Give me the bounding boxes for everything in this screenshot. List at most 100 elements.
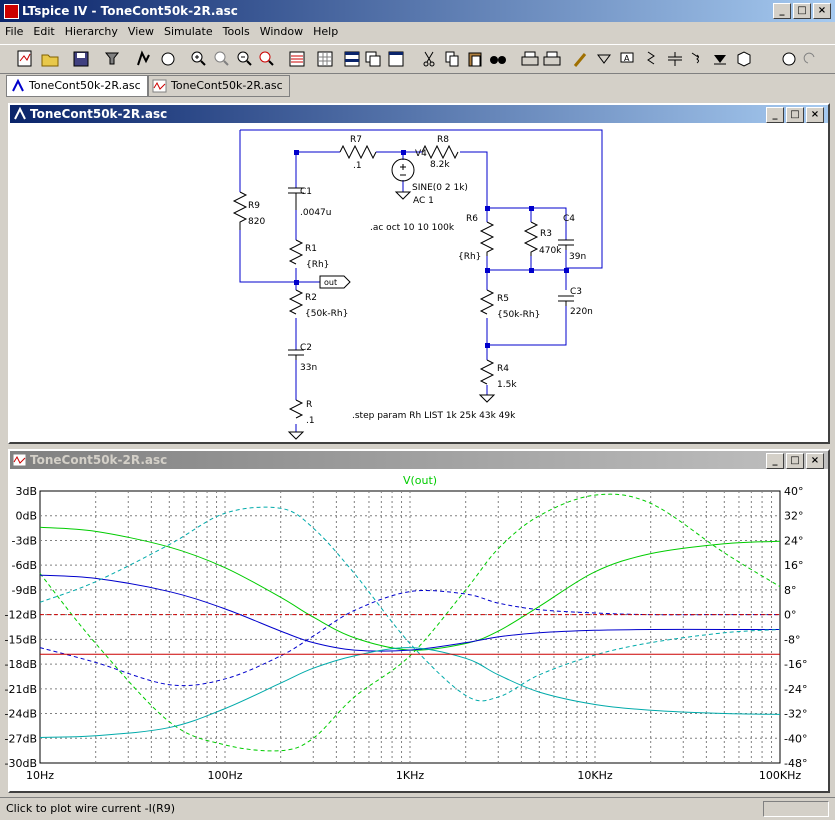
open-icon[interactable] bbox=[41, 54, 59, 67]
print-icon[interactable] bbox=[543, 51, 561, 66]
menu-help[interactable]: Help bbox=[313, 25, 339, 38]
menu-tools[interactable]: Tools bbox=[222, 25, 250, 38]
close-button[interactable]: × bbox=[813, 3, 831, 19]
r1-name[interactable]: R1 bbox=[305, 244, 317, 254]
menu-window[interactable]: Window bbox=[259, 25, 304, 38]
maximize-button[interactable]: □ bbox=[793, 3, 811, 19]
r5-value[interactable]: {50k-Rh} bbox=[497, 310, 540, 320]
c3-value[interactable]: 220n bbox=[570, 307, 593, 317]
r3-name[interactable]: R3 bbox=[540, 229, 552, 239]
print-setup-icon[interactable] bbox=[521, 51, 539, 66]
tab-schematic[interactable]: ToneCont50k-2R.asc bbox=[6, 75, 148, 97]
component-icon[interactable] bbox=[737, 51, 751, 67]
v4-name[interactable]: V4 bbox=[415, 149, 427, 159]
wire[interactable] bbox=[239, 129, 603, 283]
run-icon[interactable] bbox=[137, 50, 150, 66]
step-directive[interactable]: .step param Rh LIST 1k 25k 43k 49k bbox=[352, 411, 516, 421]
menu-edit[interactable]: Edit bbox=[33, 25, 55, 38]
r9-value[interactable]: 820 bbox=[248, 217, 265, 227]
menu-simulate[interactable]: Simulate bbox=[164, 25, 213, 38]
r8-value[interactable]: 8.2k bbox=[430, 160, 450, 170]
r1-value[interactable]: {Rh} bbox=[306, 260, 329, 270]
ltspice-app-icon[interactable] bbox=[4, 4, 19, 19]
trace-label-vout[interactable]: V(out) bbox=[403, 474, 437, 487]
c3-name[interactable]: C3 bbox=[570, 287, 582, 297]
copy-icon[interactable] bbox=[445, 51, 459, 67]
save-icon[interactable] bbox=[73, 51, 89, 67]
waveform-plot[interactable]: 3dB0dB-3dB-6dB-9dB-12dB-15dB-18dB-21dB-2… bbox=[5, 469, 824, 787]
v4-value[interactable]: SINE(0 2 1k) bbox=[412, 183, 468, 193]
menu-file[interactable]: File bbox=[5, 25, 24, 38]
autorange-icon[interactable] bbox=[289, 51, 305, 67]
waveform-title: ToneCont50k-2R.asc bbox=[30, 453, 168, 467]
schematic-maximize-button[interactable]: □ bbox=[786, 107, 804, 123]
move-hand-icon[interactable] bbox=[782, 52, 796, 66]
tile-horizontal-icon[interactable] bbox=[344, 51, 360, 67]
r2-value[interactable]: {50k-Rh} bbox=[305, 309, 348, 319]
magnitude-trace-4[interactable] bbox=[39, 647, 781, 738]
menu-view[interactable]: View bbox=[127, 25, 155, 38]
cut-icon[interactable] bbox=[423, 51, 435, 67]
resistor-icon[interactable] bbox=[647, 51, 655, 65]
r5-name[interactable]: R5 bbox=[497, 294, 509, 304]
draw-wire-icon[interactable] bbox=[573, 53, 587, 67]
grid-icon[interactable] bbox=[317, 51, 333, 67]
r7-name[interactable]: R7 bbox=[350, 135, 362, 145]
c4-value[interactable]: 39n bbox=[569, 252, 586, 262]
phase-trace-3[interactable] bbox=[39, 590, 780, 687]
zoom-area-icon[interactable] bbox=[214, 51, 229, 66]
c1-value[interactable]: .0047u bbox=[300, 208, 331, 218]
c1-name[interactable]: C1 bbox=[300, 187, 312, 197]
waveform-close-button[interactable]: × bbox=[806, 453, 824, 469]
new-schematic-icon[interactable] bbox=[17, 50, 32, 67]
pan-hand-icon[interactable] bbox=[161, 52, 175, 66]
zoom-in-icon[interactable] bbox=[191, 51, 206, 66]
r2-name[interactable]: R2 bbox=[305, 293, 317, 303]
phase-trace-1[interactable] bbox=[39, 493, 781, 752]
magnitude-trace-2[interactable] bbox=[39, 574, 780, 652]
label-net-icon[interactable]: A bbox=[620, 52, 634, 63]
close-all-icon[interactable] bbox=[388, 51, 404, 67]
r6-value[interactable]: {Rh} bbox=[458, 252, 481, 262]
r6-name[interactable]: R6 bbox=[466, 214, 478, 224]
schematic-canvas[interactable]: R7 .1 R8 8.2k V4 SINE(0 2 1k) AC 1 R9 82… bbox=[10, 123, 824, 440]
capacitor-icon[interactable] bbox=[668, 52, 682, 66]
find-icon[interactable] bbox=[490, 56, 506, 64]
out-label[interactable]: out bbox=[324, 278, 337, 287]
waveform-minimize-button[interactable]: _ bbox=[766, 453, 784, 469]
zoom-out-icon[interactable] bbox=[237, 51, 252, 66]
c2-value[interactable]: 33n bbox=[300, 363, 317, 373]
cascade-icon[interactable] bbox=[365, 51, 381, 67]
waveform-maximize-button[interactable]: □ bbox=[786, 453, 804, 469]
menu-hierarchy[interactable]: Hierarchy bbox=[64, 25, 118, 38]
r4-value[interactable]: 1.5k bbox=[497, 380, 517, 390]
c4-name[interactable]: C4 bbox=[563, 214, 575, 224]
r4-name[interactable]: R4 bbox=[497, 364, 509, 374]
r9-name[interactable]: R9 bbox=[248, 201, 260, 211]
plot-traces[interactable] bbox=[39, 493, 781, 752]
tab-waveform-label: ToneCont50k-2R.asc bbox=[171, 79, 283, 92]
right-axis-ticks: 40°32°24°16°8°0°-8°-16°-24°-32°-40°-48° bbox=[784, 485, 807, 770]
tab-waveform[interactable]: ToneCont50k-2R.asc bbox=[148, 75, 290, 97]
ac-directive[interactable]: .ac oct 10 10 100k bbox=[370, 223, 455, 233]
schematic-minimize-button[interactable]: _ bbox=[766, 107, 784, 123]
inductor-icon[interactable] bbox=[691, 52, 699, 64]
r8-name[interactable]: R8 bbox=[437, 135, 449, 145]
schematic-close-button[interactable]: × bbox=[806, 107, 824, 123]
minimize-button[interactable]: _ bbox=[773, 3, 791, 19]
status-bar: Click to plot wire current -I(R9) bbox=[0, 797, 835, 820]
c2-name[interactable]: C2 bbox=[300, 343, 312, 353]
zoom-fit-icon[interactable] bbox=[259, 51, 274, 66]
paste-icon[interactable] bbox=[468, 52, 482, 67]
v4-ac[interactable]: AC 1 bbox=[413, 196, 434, 206]
diode-icon[interactable] bbox=[714, 55, 726, 65]
undo-icon[interactable] bbox=[803, 52, 815, 64]
r-value[interactable]: .1 bbox=[306, 416, 315, 426]
r7-value[interactable]: .1 bbox=[353, 161, 362, 171]
wire[interactable] bbox=[296, 151, 488, 208]
control-panel-icon[interactable] bbox=[104, 52, 120, 65]
r-name[interactable]: R bbox=[306, 400, 312, 410]
wire[interactable] bbox=[487, 208, 567, 290]
ground-icon[interactable] bbox=[597, 54, 611, 64]
r3-value[interactable]: 470k bbox=[539, 246, 562, 256]
